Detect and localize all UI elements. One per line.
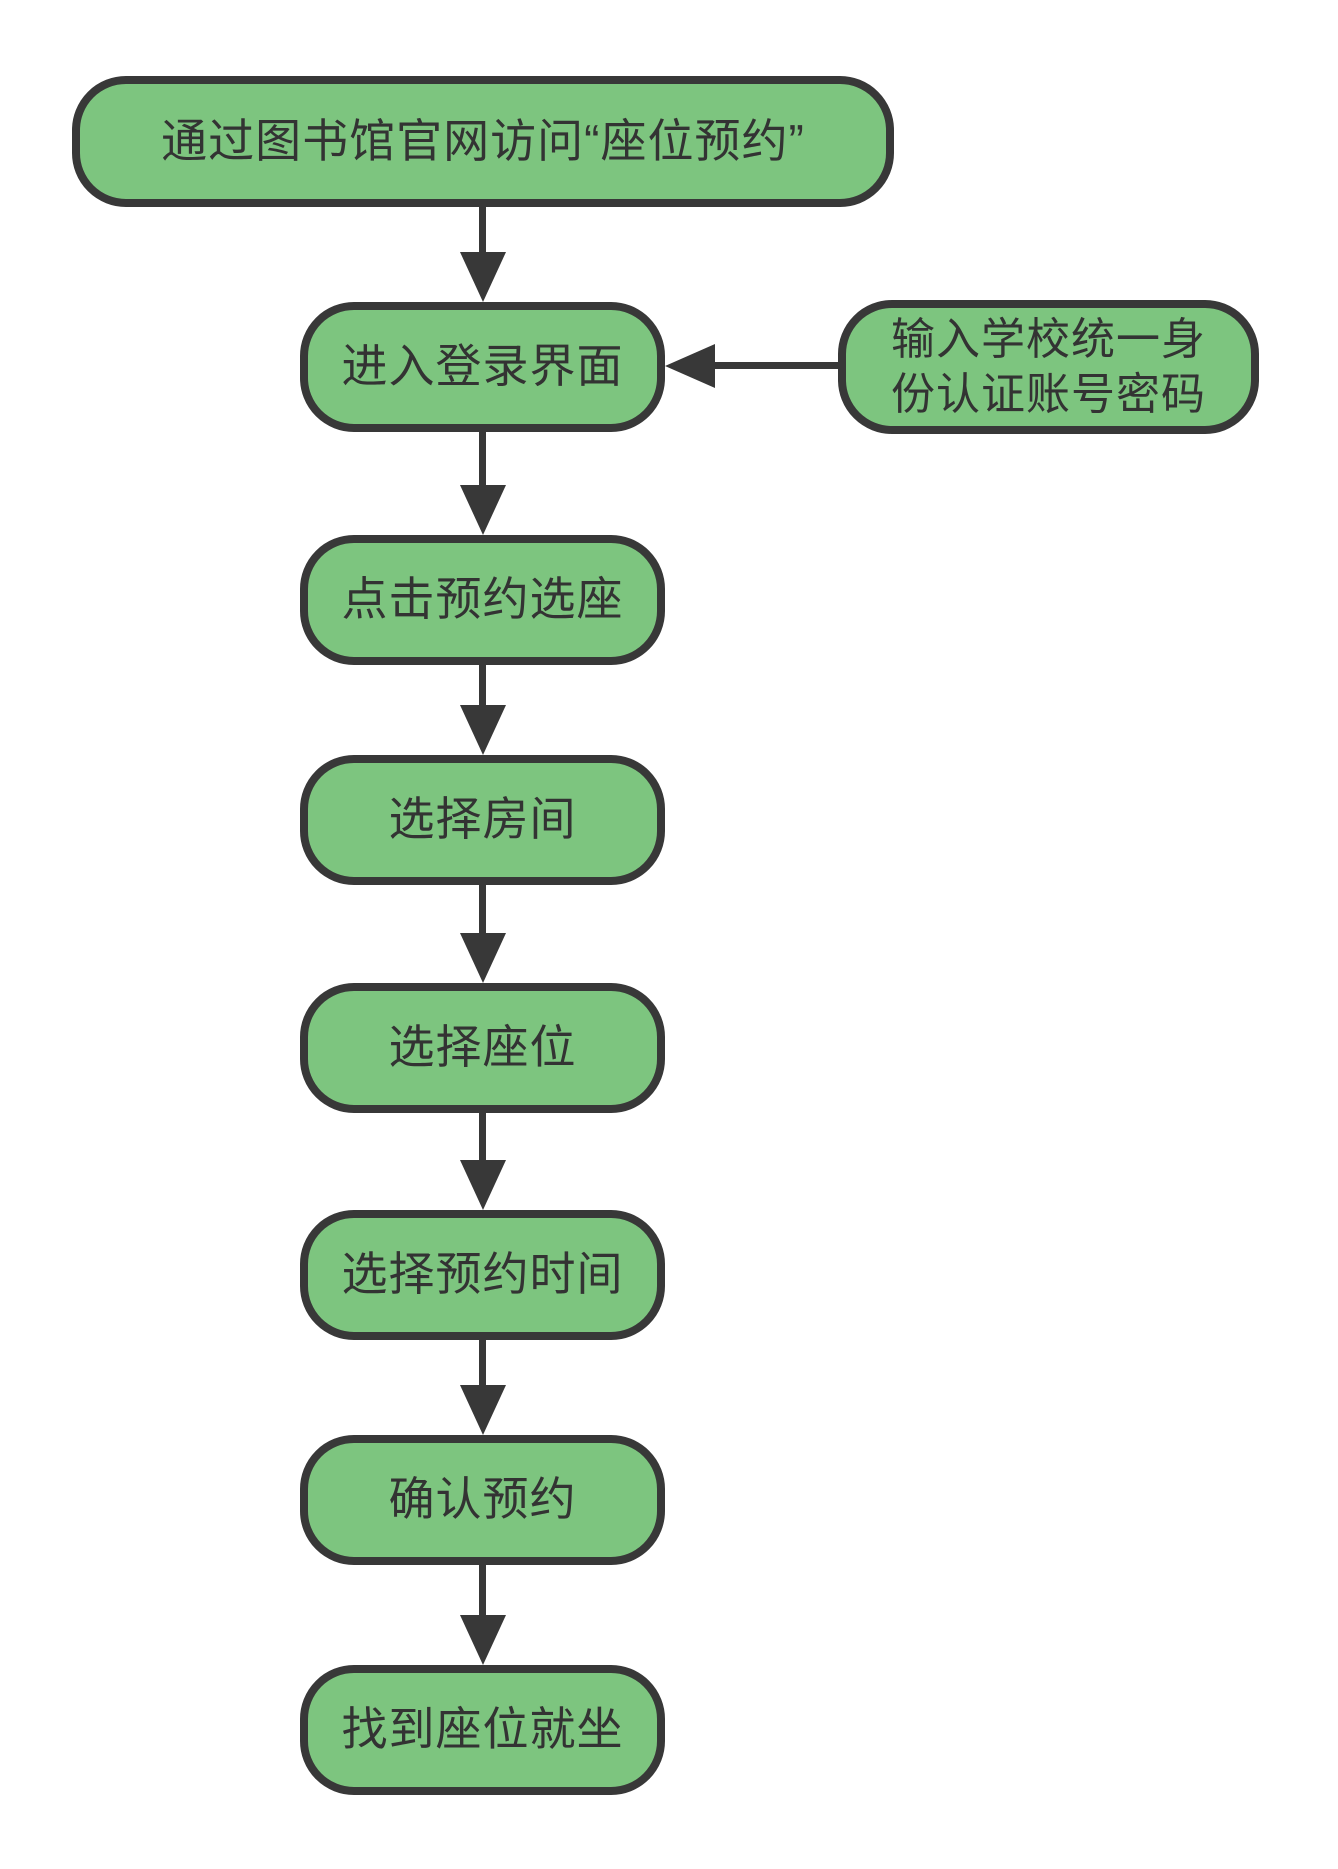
arrow-shaft — [713, 362, 838, 369]
arrow-shaft — [479, 1565, 486, 1617]
arrow-shaft — [479, 1113, 486, 1162]
arrow-left-icon — [665, 344, 715, 388]
arrow-down-icon — [460, 705, 506, 755]
arrow-down-icon — [460, 485, 506, 535]
arrow-shaft — [479, 665, 486, 707]
arrow-down-icon — [460, 1160, 506, 1210]
arrow-shaft — [479, 1340, 486, 1387]
flow-node-select-seat: 选择座位 — [300, 983, 665, 1113]
flow-node-login: 进入登录界面 — [300, 302, 665, 432]
flow-node-click-reserve: 点击预约选座 — [300, 535, 665, 665]
arrow-down-icon — [460, 933, 506, 983]
arrow-down-icon — [460, 252, 506, 302]
flow-node-sit-down: 找到座位就坐 — [300, 1665, 665, 1795]
flow-node-select-room: 选择房间 — [300, 755, 665, 885]
arrow-down-icon — [460, 1385, 506, 1435]
flow-node-start: 通过图书馆官网访问“座位预约” — [72, 76, 894, 207]
arrow-down-icon — [460, 1615, 506, 1665]
arrow-shaft — [479, 432, 486, 487]
arrow-shaft — [479, 885, 486, 935]
flow-node-select-time: 选择预约时间 — [300, 1210, 665, 1340]
flow-node-credentials: 输入学校统一身 份认证账号密码 — [838, 300, 1259, 434]
flow-node-confirm: 确认预约 — [300, 1435, 665, 1565]
arrow-shaft — [479, 207, 486, 254]
